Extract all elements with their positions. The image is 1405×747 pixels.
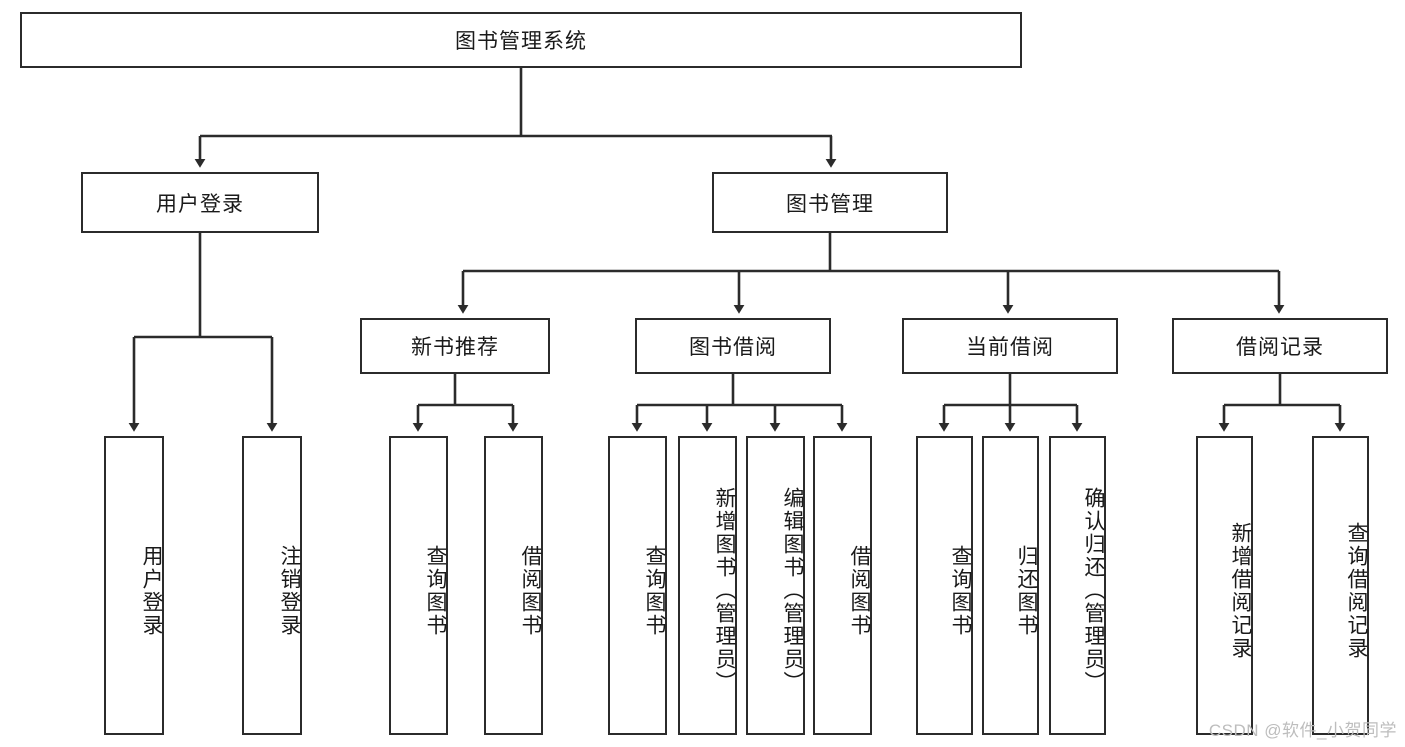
node-book-management-label: 图书管理 xyxy=(786,192,874,216)
node-leaf-logout[interactable]: 注销登录 xyxy=(242,436,302,735)
node-leaf-lend-book[interactable]: 借阅图书 xyxy=(813,436,872,735)
node-leaf-confirm-return-admin[interactable]: 确认归还（管理员） xyxy=(1049,436,1106,735)
node-root-label: 图书管理系统 xyxy=(455,30,587,53)
node-current-borrow[interactable]: 当前借阅 xyxy=(902,318,1118,374)
node-leaf-logout-label: 注销登录 xyxy=(278,544,301,637)
node-borrow-records-label: 借阅记录 xyxy=(1236,336,1324,359)
node-leaf-query-borrow-record[interactable]: 查询借阅记录 xyxy=(1312,436,1369,735)
node-leaf-confirm-return-admin-label: 确认归还（管理员） xyxy=(1082,487,1105,694)
node-leaf-user-login-label: 用户登录 xyxy=(140,544,163,637)
node-user-login-label: 用户登录 xyxy=(156,192,244,216)
node-current-borrow-label: 当前借阅 xyxy=(966,336,1054,359)
node-new-book-recommend[interactable]: 新书推荐 xyxy=(360,318,550,374)
node-leaf-return-book-label: 归还图书 xyxy=(1015,544,1038,637)
node-book-borrow[interactable]: 图书借阅 xyxy=(635,318,831,374)
node-leaf-query-book-borrow-label: 查询图书 xyxy=(643,544,666,637)
node-leaf-return-book[interactable]: 归还图书 xyxy=(982,436,1039,735)
node-leaf-add-borrow-record[interactable]: 新增借阅记录 xyxy=(1196,436,1253,735)
node-leaf-borrow-book-recommend-label: 借阅图书 xyxy=(519,544,542,637)
node-book-borrow-label: 图书借阅 xyxy=(689,336,777,359)
node-borrow-records[interactable]: 借阅记录 xyxy=(1172,318,1388,374)
node-leaf-query-book-recommend[interactable]: 查询图书 xyxy=(389,436,448,735)
node-root[interactable]: 图书管理系统 xyxy=(20,12,1022,68)
node-leaf-edit-book-admin[interactable]: 编辑图书（管理员） xyxy=(746,436,805,735)
node-new-book-recommend-label: 新书推荐 xyxy=(411,336,499,359)
node-leaf-add-book-admin-label: 新增图书（管理员） xyxy=(713,487,736,694)
node-leaf-lend-book-label: 借阅图书 xyxy=(848,544,871,637)
node-leaf-user-login[interactable]: 用户登录 xyxy=(104,436,164,735)
node-leaf-add-book-admin[interactable]: 新增图书（管理员） xyxy=(678,436,737,735)
node-leaf-query-book-current[interactable]: 查询图书 xyxy=(916,436,973,735)
node-leaf-query-book-recommend-label: 查询图书 xyxy=(424,544,447,637)
node-leaf-query-book-borrow[interactable]: 查询图书 xyxy=(608,436,667,735)
node-leaf-borrow-book-recommend[interactable]: 借阅图书 xyxy=(484,436,543,735)
node-book-management[interactable]: 图书管理 xyxy=(712,172,948,233)
node-leaf-query-borrow-record-label: 查询借阅记录 xyxy=(1345,521,1368,660)
node-user-login[interactable]: 用户登录 xyxy=(81,172,319,233)
node-leaf-add-borrow-record-label: 新增借阅记录 xyxy=(1229,521,1252,660)
node-leaf-edit-book-admin-label: 编辑图书（管理员） xyxy=(781,487,804,694)
watermark: CSDN @软件_小贺同学 xyxy=(1208,721,1397,740)
node-leaf-query-book-current-label: 查询图书 xyxy=(949,544,972,637)
